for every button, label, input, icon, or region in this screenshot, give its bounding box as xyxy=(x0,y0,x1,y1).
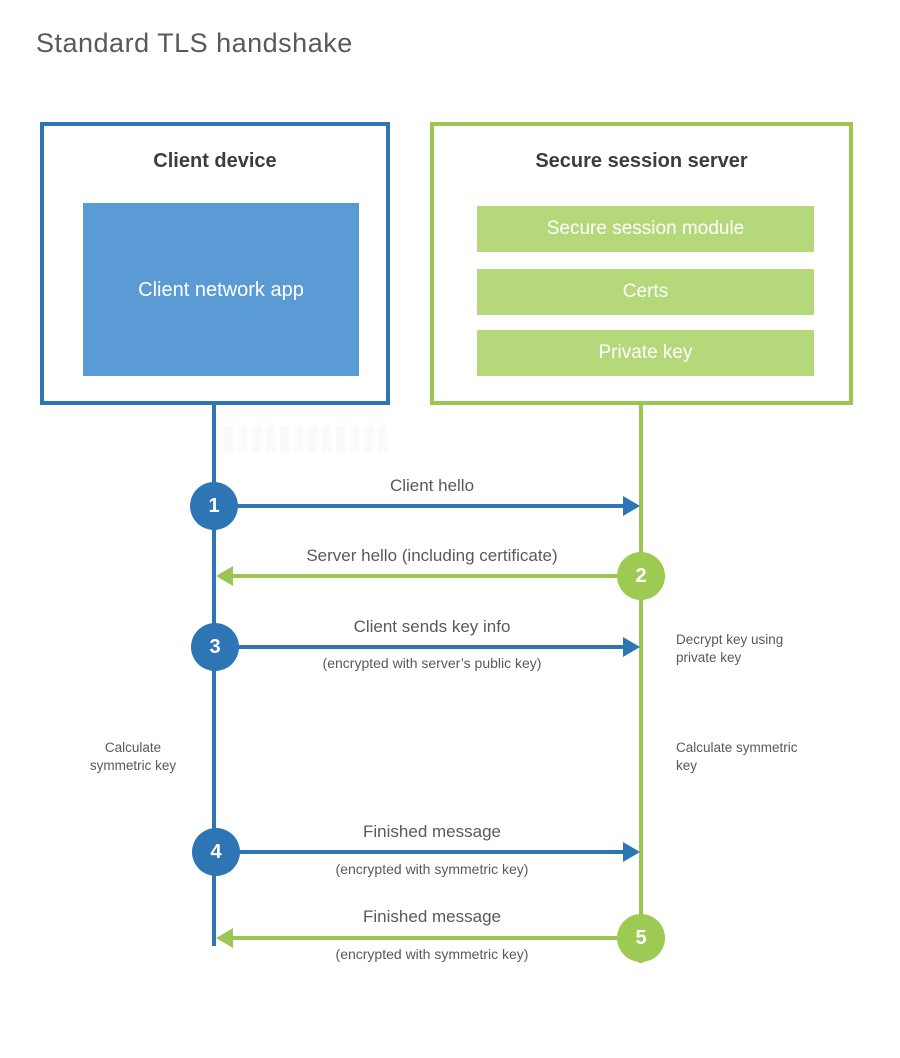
message-3-sublabel: (encrypted with server’s public key) xyxy=(322,655,542,671)
faint-watermark-artifact xyxy=(224,426,392,452)
client-lifeline xyxy=(212,404,216,946)
message-1-label: Client hello xyxy=(389,476,475,495)
message-5-arrow xyxy=(232,936,641,940)
client-device-title: Client device xyxy=(153,150,277,172)
client-network-app-label: Client network app xyxy=(138,278,304,301)
message-5-label: Finished message xyxy=(363,907,501,926)
step-4-badge: 4 xyxy=(192,828,240,876)
client-device-box: Client device Client network app xyxy=(40,122,390,405)
client-network-app-block: Client network app xyxy=(83,203,359,376)
message-1-arrowhead-icon xyxy=(623,496,640,516)
secure-session-server-box: Secure session server Secure session mod… xyxy=(430,122,853,405)
message-2-arrow xyxy=(232,574,641,578)
step-1-badge: 1 xyxy=(190,482,238,530)
server-module-private-key: Private key xyxy=(477,330,814,376)
message-2-label: Server hello (including certificate) xyxy=(306,546,558,565)
message-4-arrow xyxy=(214,850,624,854)
message-3-arrowhead-icon xyxy=(623,637,640,657)
message-2-arrowhead-icon xyxy=(216,566,233,586)
server-module-secure-session-module: Secure session module xyxy=(477,206,814,252)
message-3-arrow xyxy=(214,645,624,649)
note-calculate-symmetric-key-server: Calculate symmetric key xyxy=(676,740,798,773)
note-calculate-symmetric-key-client: Calculate symmetric key xyxy=(89,740,177,773)
message-4-sublabel: (encrypted with symmetric key) xyxy=(335,861,529,877)
note-decrypt-key: Decrypt key using private key xyxy=(676,632,784,665)
message-5-arrowhead-icon xyxy=(216,928,233,948)
page-title: Standard TLS handshake xyxy=(36,28,353,58)
message-1-arrow xyxy=(214,504,624,508)
server-module-certs: Certs xyxy=(477,269,814,315)
step-2-badge: 2 xyxy=(617,552,665,600)
message-5-sublabel: (encrypted with symmetric key) xyxy=(335,946,529,962)
message-4-label: Finished message xyxy=(363,822,501,841)
step-3-badge: 3 xyxy=(191,623,239,671)
message-4-arrowhead-icon xyxy=(623,842,640,862)
step-5-badge: 5 xyxy=(617,914,665,962)
secure-session-server-title: Secure session server xyxy=(535,150,748,172)
server-lifeline xyxy=(639,404,643,963)
message-3-label: Client sends key info xyxy=(353,617,511,636)
